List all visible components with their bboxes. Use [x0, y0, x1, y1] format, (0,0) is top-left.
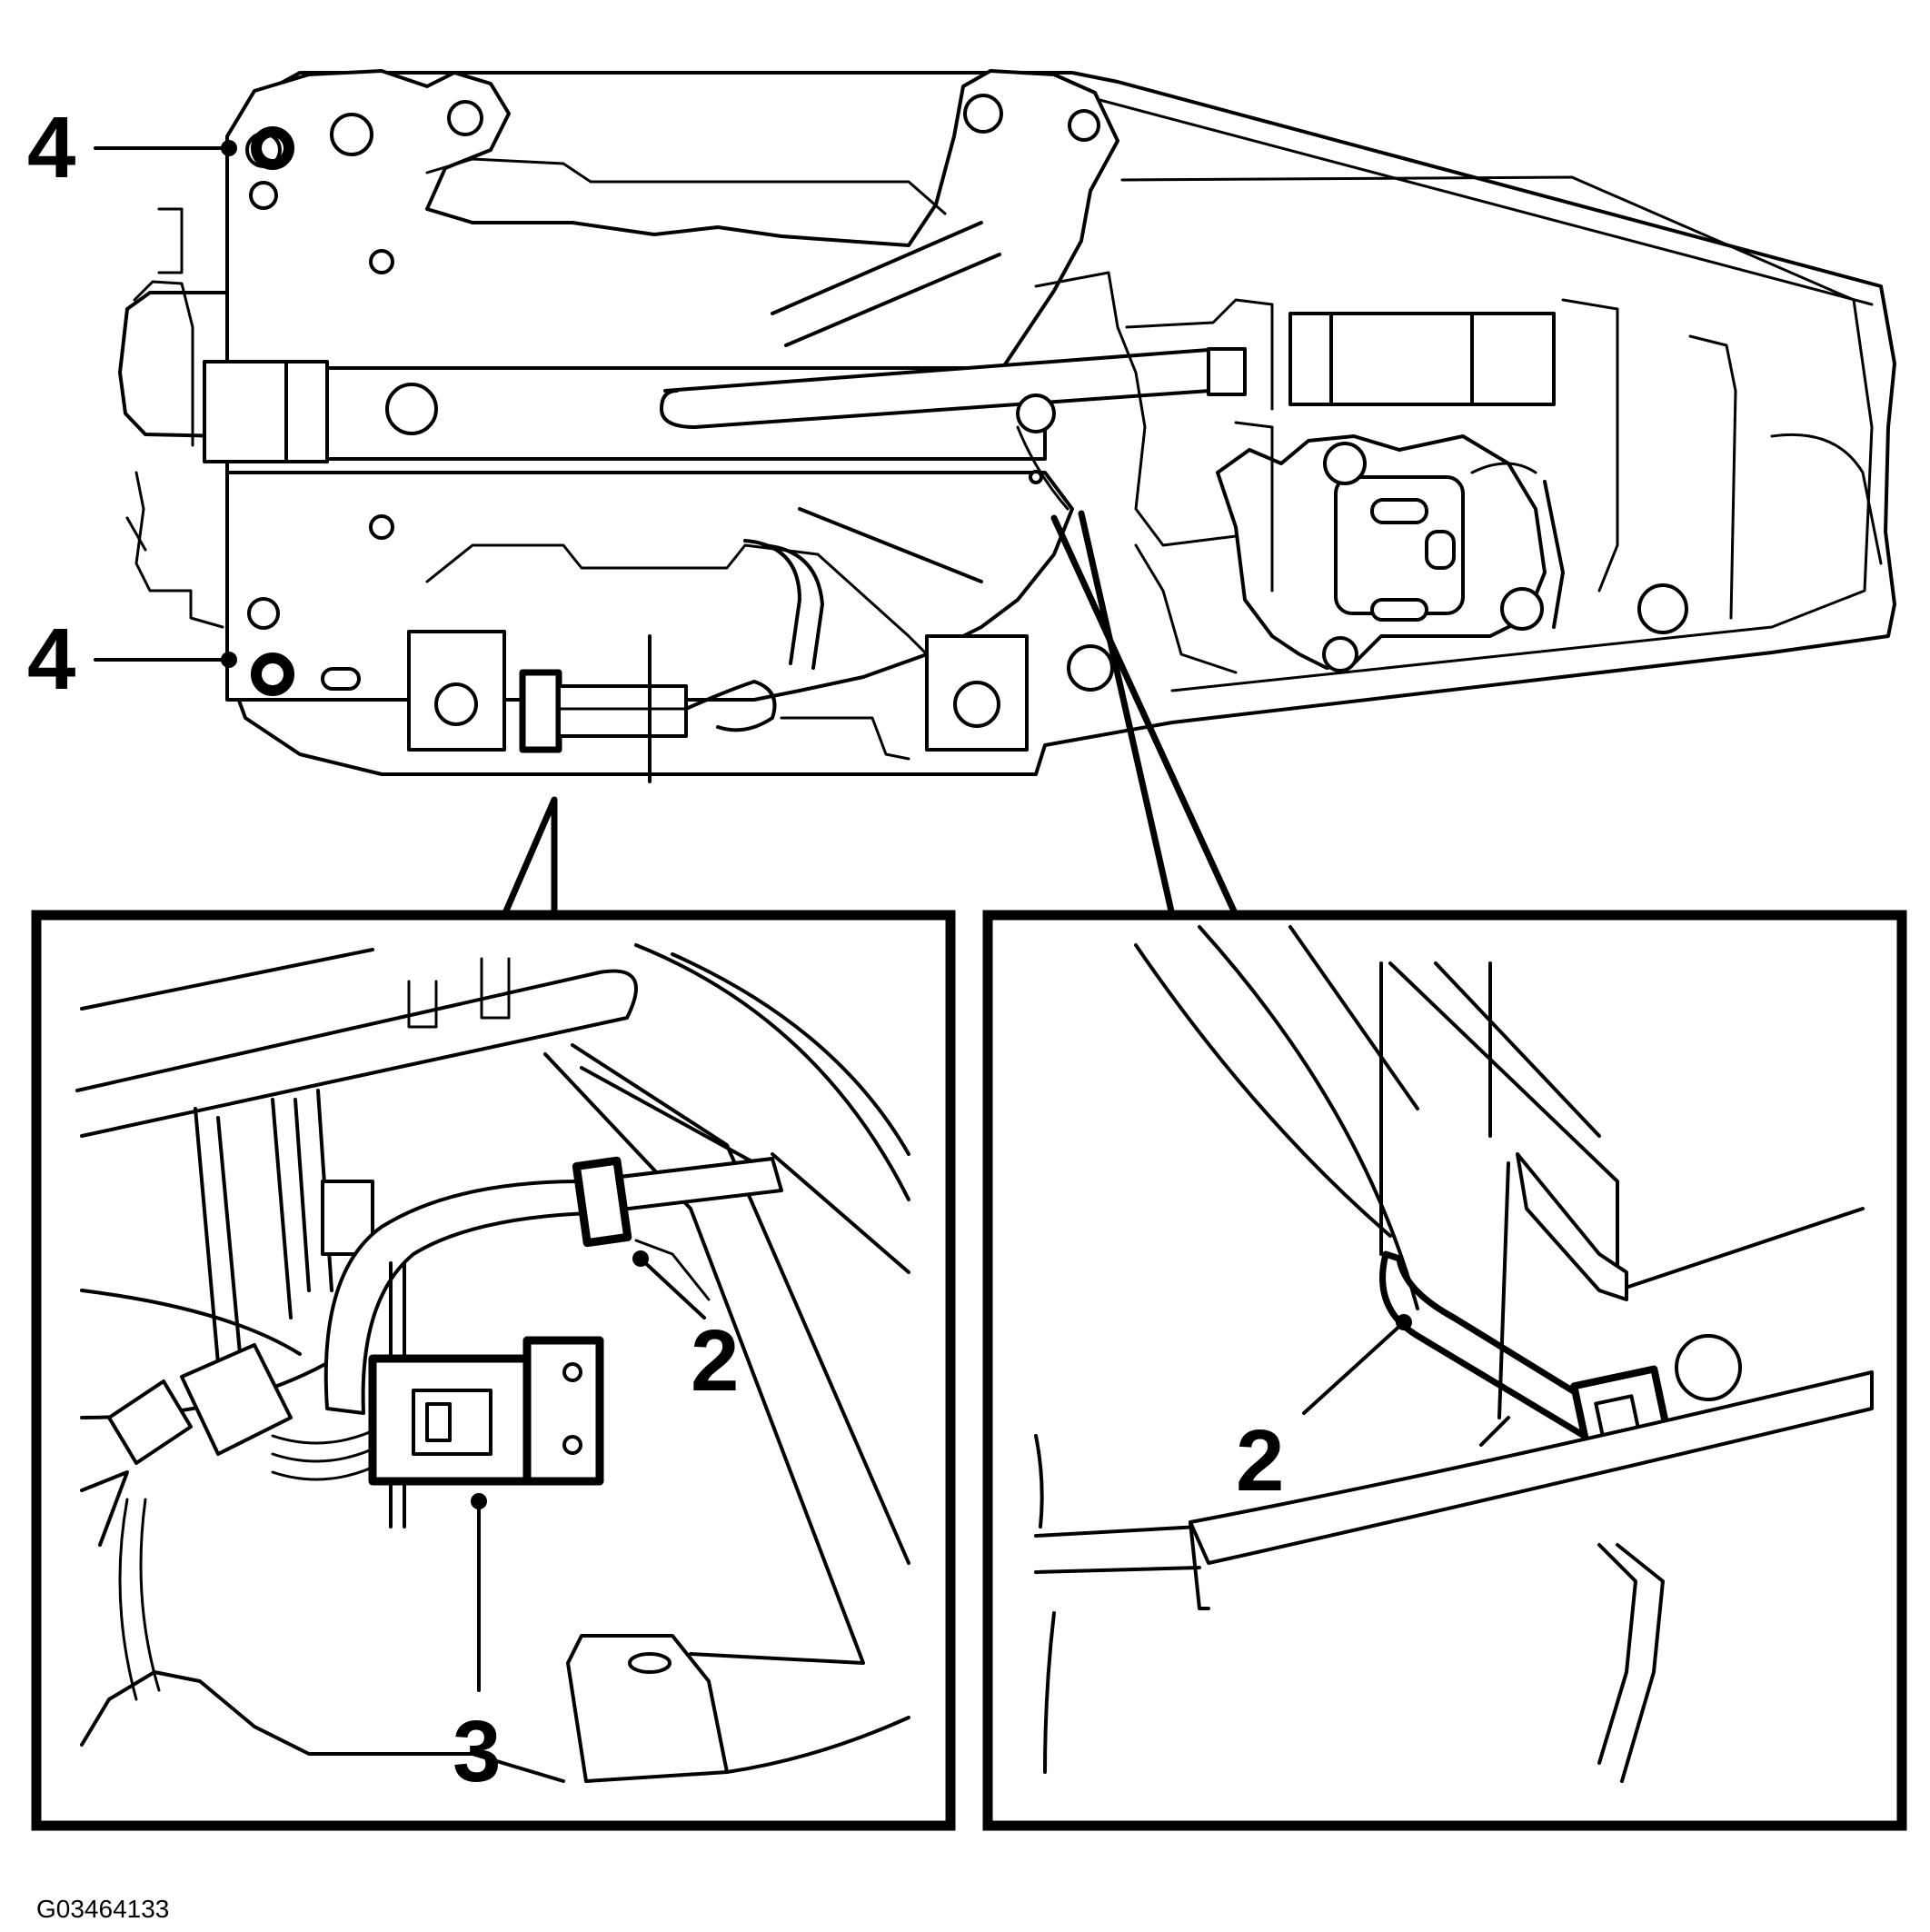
- callout-3: 3: [453, 1493, 501, 1800]
- mounting-plate: [225, 69, 1119, 461]
- figure-id: G03464133: [36, 1895, 169, 1923]
- svg-text:3: 3: [453, 1703, 501, 1800]
- control-rod: [660, 348, 1212, 429]
- detail-pointer-right: [1050, 510, 1239, 919]
- svg-text:4: 4: [27, 611, 75, 708]
- callout-2-left: 2: [632, 1250, 739, 1409]
- svg-text:2: 2: [1236, 1412, 1284, 1509]
- callout-2-right: 2: [1236, 1314, 1412, 1509]
- connector-3: [368, 1336, 604, 1486]
- mount-bolt-upper: [251, 126, 294, 170]
- wire-harness: [1189, 1370, 1874, 1565]
- svg-text:4: 4: [27, 99, 75, 196]
- svg-text:2: 2: [691, 1312, 739, 1409]
- callout-4-lower: 4: [27, 611, 294, 708]
- hose-clip-2: [572, 1156, 711, 1301]
- main-assembly-view: 4 4: [27, 69, 1896, 919]
- housing-outline: [118, 71, 1896, 776]
- left-inset-frame: [31, 910, 956, 1831]
- detail-pointer-left: [501, 796, 558, 919]
- callout-4-upper: 4: [27, 99, 294, 196]
- left-detail-inset: 2 3: [31, 910, 956, 1831]
- mount-bolt-lower: [251, 652, 294, 696]
- right-detail-inset: 2: [982, 910, 1907, 1831]
- right-inset-frame: [982, 910, 1907, 1831]
